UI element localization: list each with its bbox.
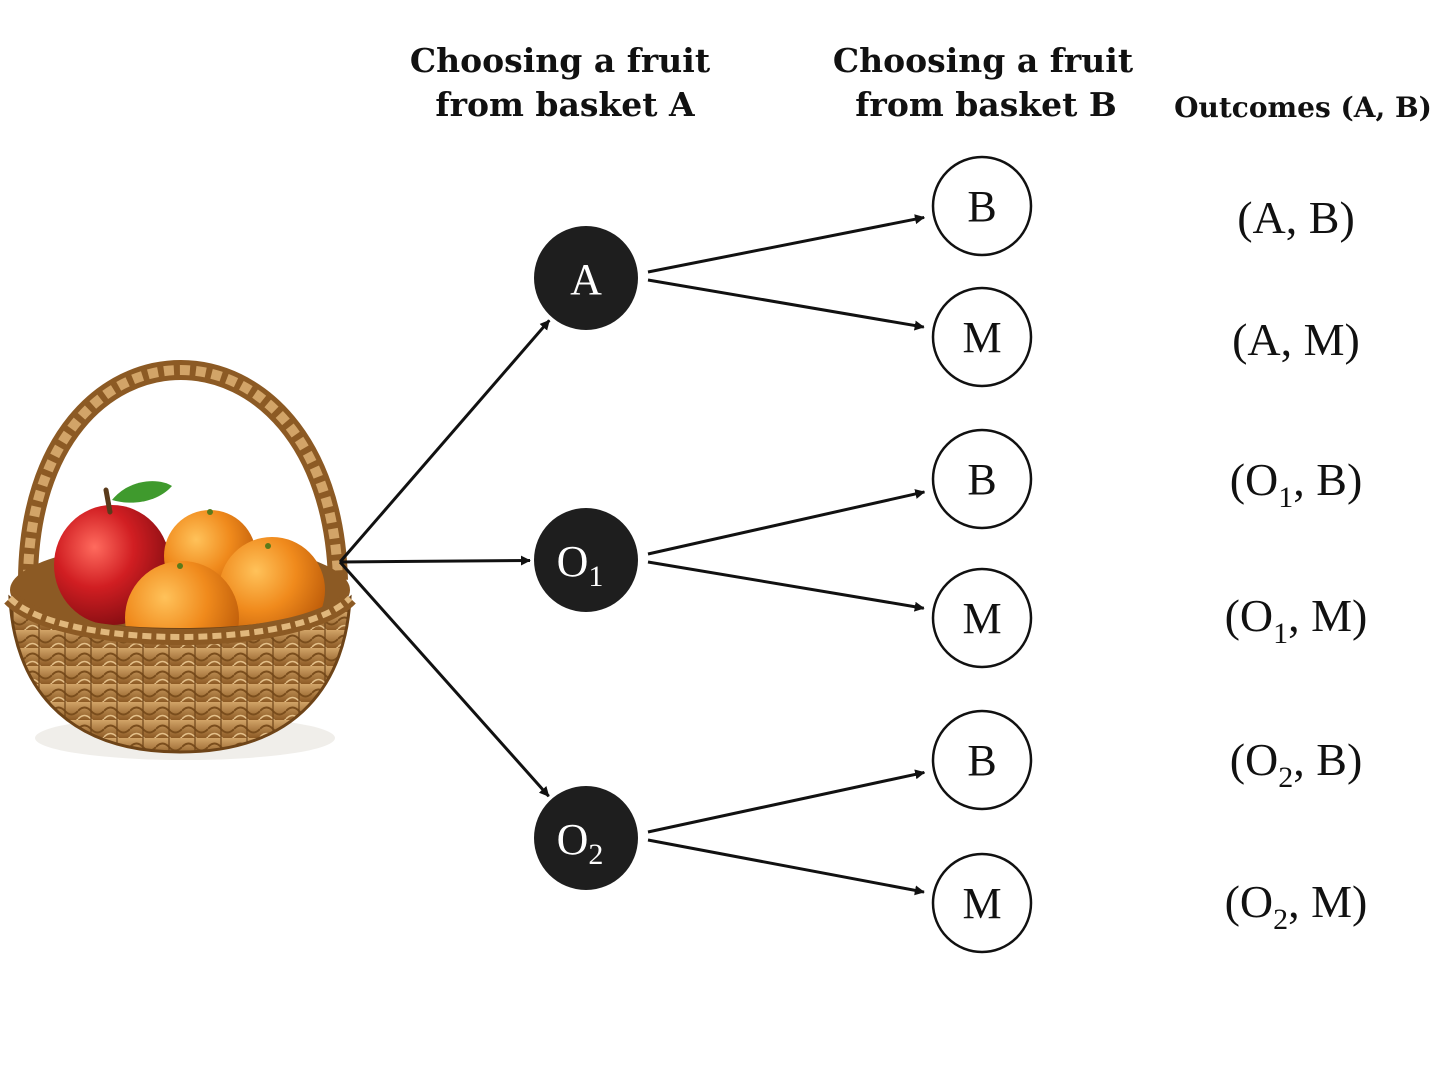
level2-node-circle: [931, 428, 1033, 530]
edge-level1-to-level2-5: [647, 838, 925, 896]
level1-node-label: O2: [557, 815, 604, 871]
level2-node-label: B: [967, 455, 996, 504]
tree-edges: [338, 214, 926, 896]
edge-level1-to-level2-3: [647, 560, 925, 612]
outcome-label: (O2, M): [1225, 876, 1368, 936]
level2-node-label: M: [962, 879, 1001, 928]
edge-root-to-level1-2: [338, 561, 550, 798]
level2-node-label: M: [962, 313, 1001, 362]
edge-level1-to-level2-1: [647, 278, 925, 331]
header-basket-b-line2: from basket B: [855, 85, 1117, 124]
level1-node-circle: [534, 786, 638, 890]
level2-node: M: [931, 567, 1033, 669]
level2-node-label: B: [967, 182, 996, 231]
level1-node: O2: [534, 786, 638, 890]
header-basket-a-line1: Choosing a fruit: [410, 41, 711, 80]
level2-node-circle: [931, 155, 1033, 257]
edge-level1-to-level2-4: [647, 769, 926, 834]
level2-node-circle: [931, 709, 1033, 811]
level2-node: M: [931, 852, 1033, 954]
level2-node: B: [931, 155, 1033, 257]
level2-node: B: [931, 428, 1033, 530]
level2-node: B: [931, 709, 1033, 811]
edge-root-to-level1-1: [339, 555, 531, 566]
header-basket-b-line1: Choosing a fruit: [833, 41, 1134, 80]
level2-nodes: B M B M B M: [931, 155, 1033, 954]
level2-node-circle: [931, 286, 1033, 388]
edge-root-to-level1-0: [338, 319, 551, 563]
level1-node-label: A: [570, 255, 602, 304]
outcome-label: (O2, B): [1230, 734, 1363, 794]
fruit-basket-icon: [4, 360, 356, 760]
level2-node-circle: [931, 567, 1033, 669]
level2-node-label: M: [962, 594, 1001, 643]
level1-node: O1: [534, 508, 638, 612]
outcome-label: (O1, M): [1225, 590, 1368, 650]
level2-node-circle: [931, 852, 1033, 954]
level1-node: A: [534, 226, 638, 330]
outcome-label: (O1, B): [1230, 454, 1363, 514]
header-outcomes: Outcomes (A, B): [1174, 91, 1432, 124]
level1-node-circle: [534, 226, 638, 330]
edge-level1-to-level2-0: [647, 214, 925, 274]
edge-level1-to-level2-2: [647, 489, 926, 556]
outcome-label: (A, B): [1237, 192, 1355, 243]
level1-node-circle: [534, 508, 638, 612]
level2-node-label: B: [967, 736, 996, 785]
level1-node-label: O1: [557, 537, 604, 593]
outcomes-column: (A, B) (A, M) (O1, B) (O1, M) (O2, B) (O2, M): [1225, 192, 1368, 936]
header-basket-a: Choosing a fruit from basket A: [410, 41, 711, 124]
header-basket-a-line2: from basket A: [435, 85, 695, 124]
outcome-label: (A, M): [1232, 314, 1360, 365]
header-basket-b: Choosing a fruit from basket B: [833, 41, 1134, 124]
level2-node: M: [931, 286, 1033, 388]
